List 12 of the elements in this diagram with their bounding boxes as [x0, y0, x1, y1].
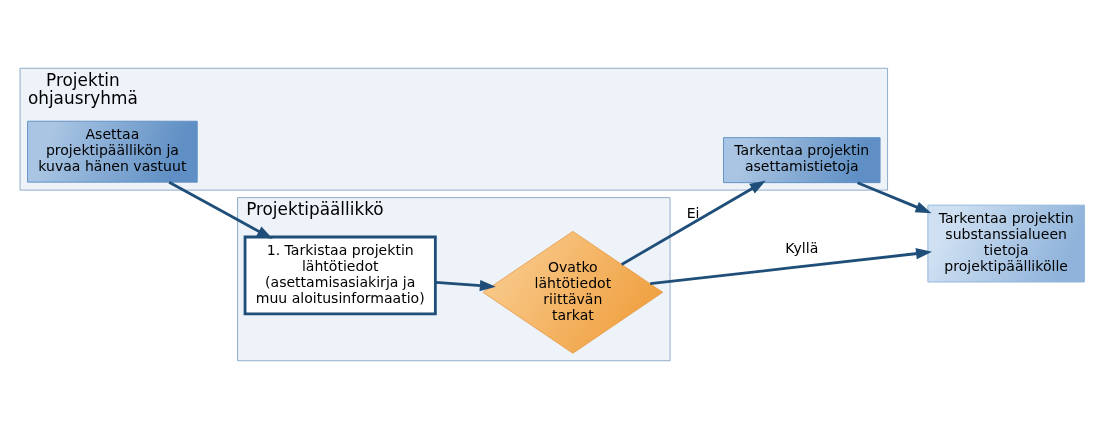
arrow	[857, 180, 932, 213]
edge-label: Kyllä	[785, 239, 819, 256]
node-diamond: Ovatko lähtötiedot riittävän tarkat	[482, 230, 664, 354]
node-box: 1. Tarkistaa projektin lähtötiedot (asettamisasiakirja ja muu aloitusinformaatio)	[243, 235, 437, 315]
node-box: Asettaa projektipäällikön ja kuvaa hänen vastuut	[27, 120, 198, 183]
edge-label: Ei	[686, 204, 700, 221]
arrow	[168, 180, 273, 239]
node-box: Tarkentaa projektin substanssialueen tietoja projektipäällikölle	[927, 204, 1085, 282]
arrow	[621, 180, 766, 266]
arrow	[650, 247, 932, 285]
arrow	[435, 279, 496, 291]
node-box: Tarkentaa projektin asettamistietoja	[723, 136, 881, 183]
